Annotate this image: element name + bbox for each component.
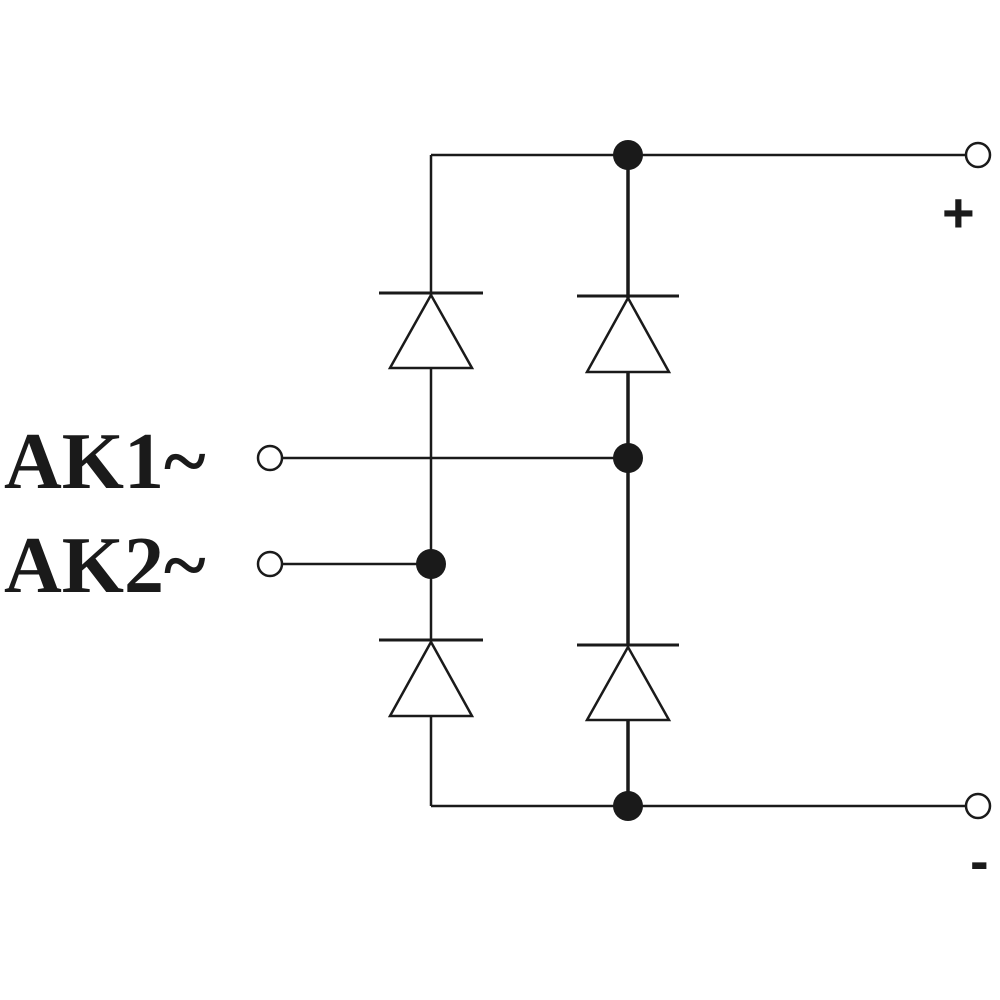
junction-top — [613, 140, 643, 170]
diode-top-right — [577, 294, 679, 374]
label-ak1: AK1~ — [4, 418, 206, 506]
diode-top-left — [379, 291, 483, 370]
diode-top-left-triangle — [387, 292, 475, 370]
label-ak2: AK2~ — [4, 522, 206, 610]
terminal-negative — [964, 792, 992, 820]
diode-bottom-left — [379, 638, 483, 718]
terminal-ak1 — [256, 444, 284, 472]
junction-ak1 — [613, 443, 643, 473]
diode-bottom-right-triangle — [584, 644, 672, 722]
diode-bottom-right — [577, 643, 679, 722]
label-negative: - — [970, 829, 989, 892]
terminal-positive — [964, 141, 992, 169]
junction-ak2 — [416, 549, 446, 579]
diode-bottom-left-triangle — [387, 639, 475, 718]
label-positive: + — [942, 181, 975, 244]
junction-bottom — [613, 791, 643, 821]
diode-top-right-triangle — [584, 295, 672, 374]
terminal-ak2 — [256, 550, 284, 578]
